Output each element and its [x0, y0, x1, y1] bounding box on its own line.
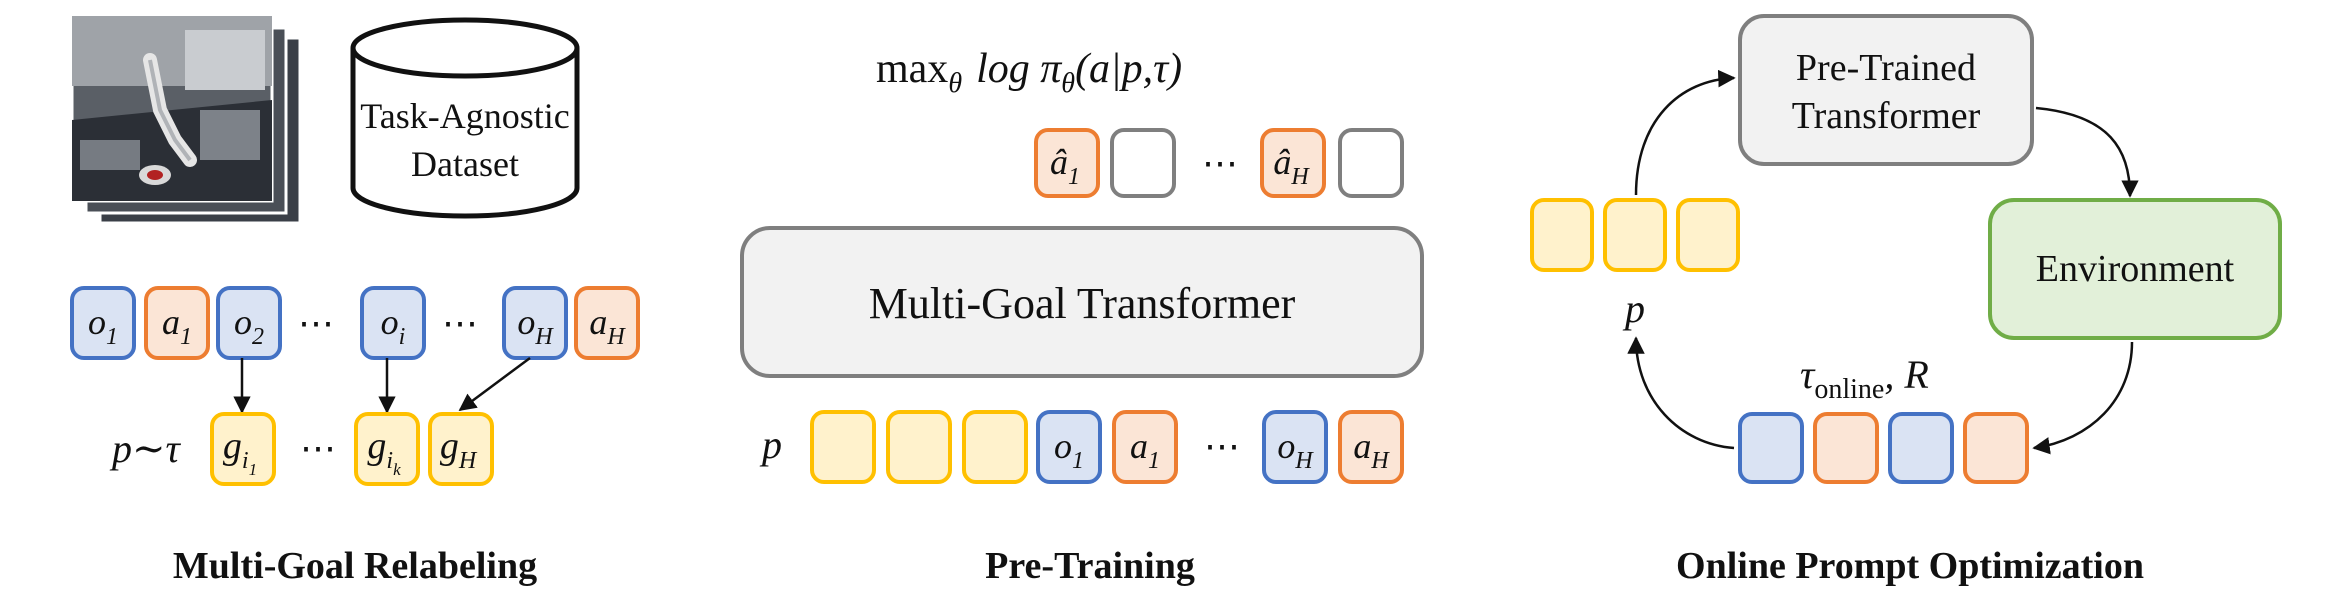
in-token-text: o1	[1054, 426, 1084, 474]
observation-token: o2	[216, 286, 282, 360]
goal-token: gH	[428, 412, 494, 486]
prompt-token	[810, 410, 876, 484]
traj-token-text: o1	[88, 302, 118, 350]
goal-token: gik	[354, 412, 420, 486]
panel-multi-goal-relabeling: Task-Agnostic Dataset o1 a1 o2 ⋯ oi ⋯ oH aH p∼τ…	[70, 14, 640, 587]
pre-trained-label-line1: Pre-Trained	[1796, 47, 1976, 89]
goal-token-text: gik	[367, 425, 401, 479]
arrow-trajectory-to-prompt	[1627, 336, 1735, 450]
traj-token-text: oi	[381, 302, 406, 350]
task-agnostic-dataset-cylinder: Task-Agnostic Dataset	[350, 17, 580, 219]
ellipsis: ⋯	[1204, 426, 1240, 466]
online-trajectory-label: τonline, R	[1800, 352, 1929, 405]
arrow-prompt-to-transformer	[1634, 69, 1736, 196]
dataset-label-line2: Dataset	[411, 144, 519, 184]
traj-obs-token	[1738, 412, 1804, 484]
ellipsis: ⋯	[300, 428, 336, 468]
multi-goal-transformer-box: Multi-Goal Transformer	[740, 226, 1424, 378]
optimized-prompt-tokens	[1530, 198, 1740, 272]
out-token-text: âH	[1273, 142, 1310, 190]
trajectory-token-row: o1 a1 o2 ⋯ oi ⋯ oH aH	[70, 286, 640, 360]
goal-token-text: gH	[440, 425, 478, 474]
online-trajectory-tokens	[1738, 412, 2029, 484]
panel-online-prompt-optimization: Pre-Trained Transformer Environment p τo…	[1530, 14, 2282, 587]
traj-obs-token	[1888, 412, 1954, 484]
predicted-action-token: â1	[1034, 128, 1100, 198]
prompt-token	[1530, 198, 1594, 272]
action-token: a1	[1112, 410, 1178, 484]
environment-label: Environment	[2036, 248, 2235, 290]
ellipsis: ⋯	[1202, 143, 1238, 183]
formula-pi-sub: θ	[1061, 68, 1075, 99]
observation-token: o1	[70, 286, 136, 360]
pre-trained-transformer-box: Pre-Trained Transformer	[1738, 14, 2034, 166]
environment-box: Environment	[1988, 198, 2282, 340]
observation-token: oH	[502, 286, 568, 360]
prompt-token	[886, 410, 952, 484]
caption-multi-goal-relabeling: Multi-Goal Relabeling	[173, 545, 537, 587]
goal-row-label: p∼τ	[109, 426, 182, 471]
robot-images-stack	[70, 14, 302, 225]
formula-log-pi: log π	[976, 46, 1062, 92]
traj-token-text: a1	[162, 302, 192, 350]
ellipsis: ⋯	[442, 303, 478, 343]
prompt-token	[1676, 198, 1740, 272]
formula-theta-sub: θ	[948, 68, 962, 99]
goal-token: gi1	[210, 412, 276, 486]
prompt-token	[962, 410, 1028, 484]
caption-online-prompt-optimization: Online Prompt Optimization	[1676, 545, 2144, 587]
arrow-environment-to-trajectory	[2032, 341, 2134, 455]
input-token-row: o1 a1 ⋯ oH aH	[810, 410, 1404, 484]
robot-image	[70, 14, 274, 203]
predicted-action-token: âH	[1260, 128, 1326, 198]
dataset-label-line1: Task-Agnostic	[360, 96, 569, 136]
prompt-label-pretrain: p	[759, 422, 782, 467]
formula-max: max	[876, 46, 948, 92]
ellipsis: ⋯	[298, 303, 334, 343]
traj-token-text: aH	[589, 302, 626, 350]
action-token: a1	[144, 286, 210, 360]
traj-token-text: oH	[517, 302, 554, 350]
traj-token-text: o2	[234, 302, 264, 350]
in-token-text: oH	[1277, 426, 1314, 474]
formula-rest: (a|p,τ)	[1075, 46, 1182, 92]
goal-token-row: gi1 ⋯ gik gH	[210, 412, 494, 486]
observation-token: o1	[1036, 410, 1102, 484]
prompt-token	[1603, 198, 1667, 272]
observation-token: oi	[360, 286, 426, 360]
action-token: aH	[1338, 410, 1404, 484]
empty-token	[1110, 128, 1176, 198]
traj-action-token	[1963, 412, 2029, 484]
observation-token: oH	[1262, 410, 1328, 484]
goal-token-text: gi1	[223, 425, 257, 479]
arrow-transformer-to-environment	[2035, 106, 2139, 198]
empty-token	[1338, 128, 1404, 198]
in-token-text: aH	[1353, 426, 1390, 474]
predicted-action-row: â1 ⋯ âH	[1034, 128, 1404, 198]
prompt-label-online: p	[1622, 286, 1645, 331]
out-token-text: â1	[1050, 142, 1080, 190]
multi-goal-transformer-label: Multi-Goal Transformer	[869, 279, 1296, 328]
traj-action-token	[1813, 412, 1879, 484]
pre-trained-label-line2: Transformer	[1792, 95, 1981, 137]
in-token-text: a1	[1130, 426, 1160, 474]
action-token: aH	[574, 286, 640, 360]
caption-pre-training: Pre-Training	[985, 545, 1195, 587]
relabel-arrow-3	[458, 356, 531, 412]
